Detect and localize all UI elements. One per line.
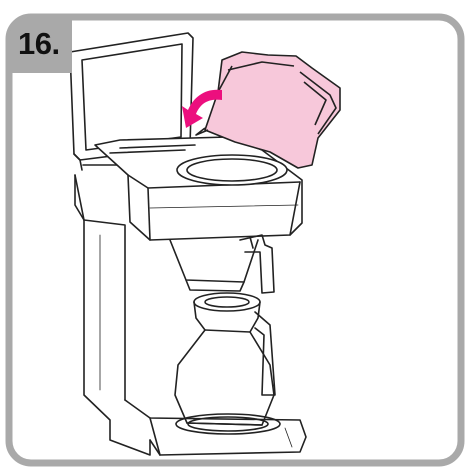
glass-carafe — [175, 293, 275, 425]
step-number: 16. — [18, 26, 60, 62]
filter-basket — [170, 235, 274, 293]
warmer-base — [125, 400, 306, 455]
